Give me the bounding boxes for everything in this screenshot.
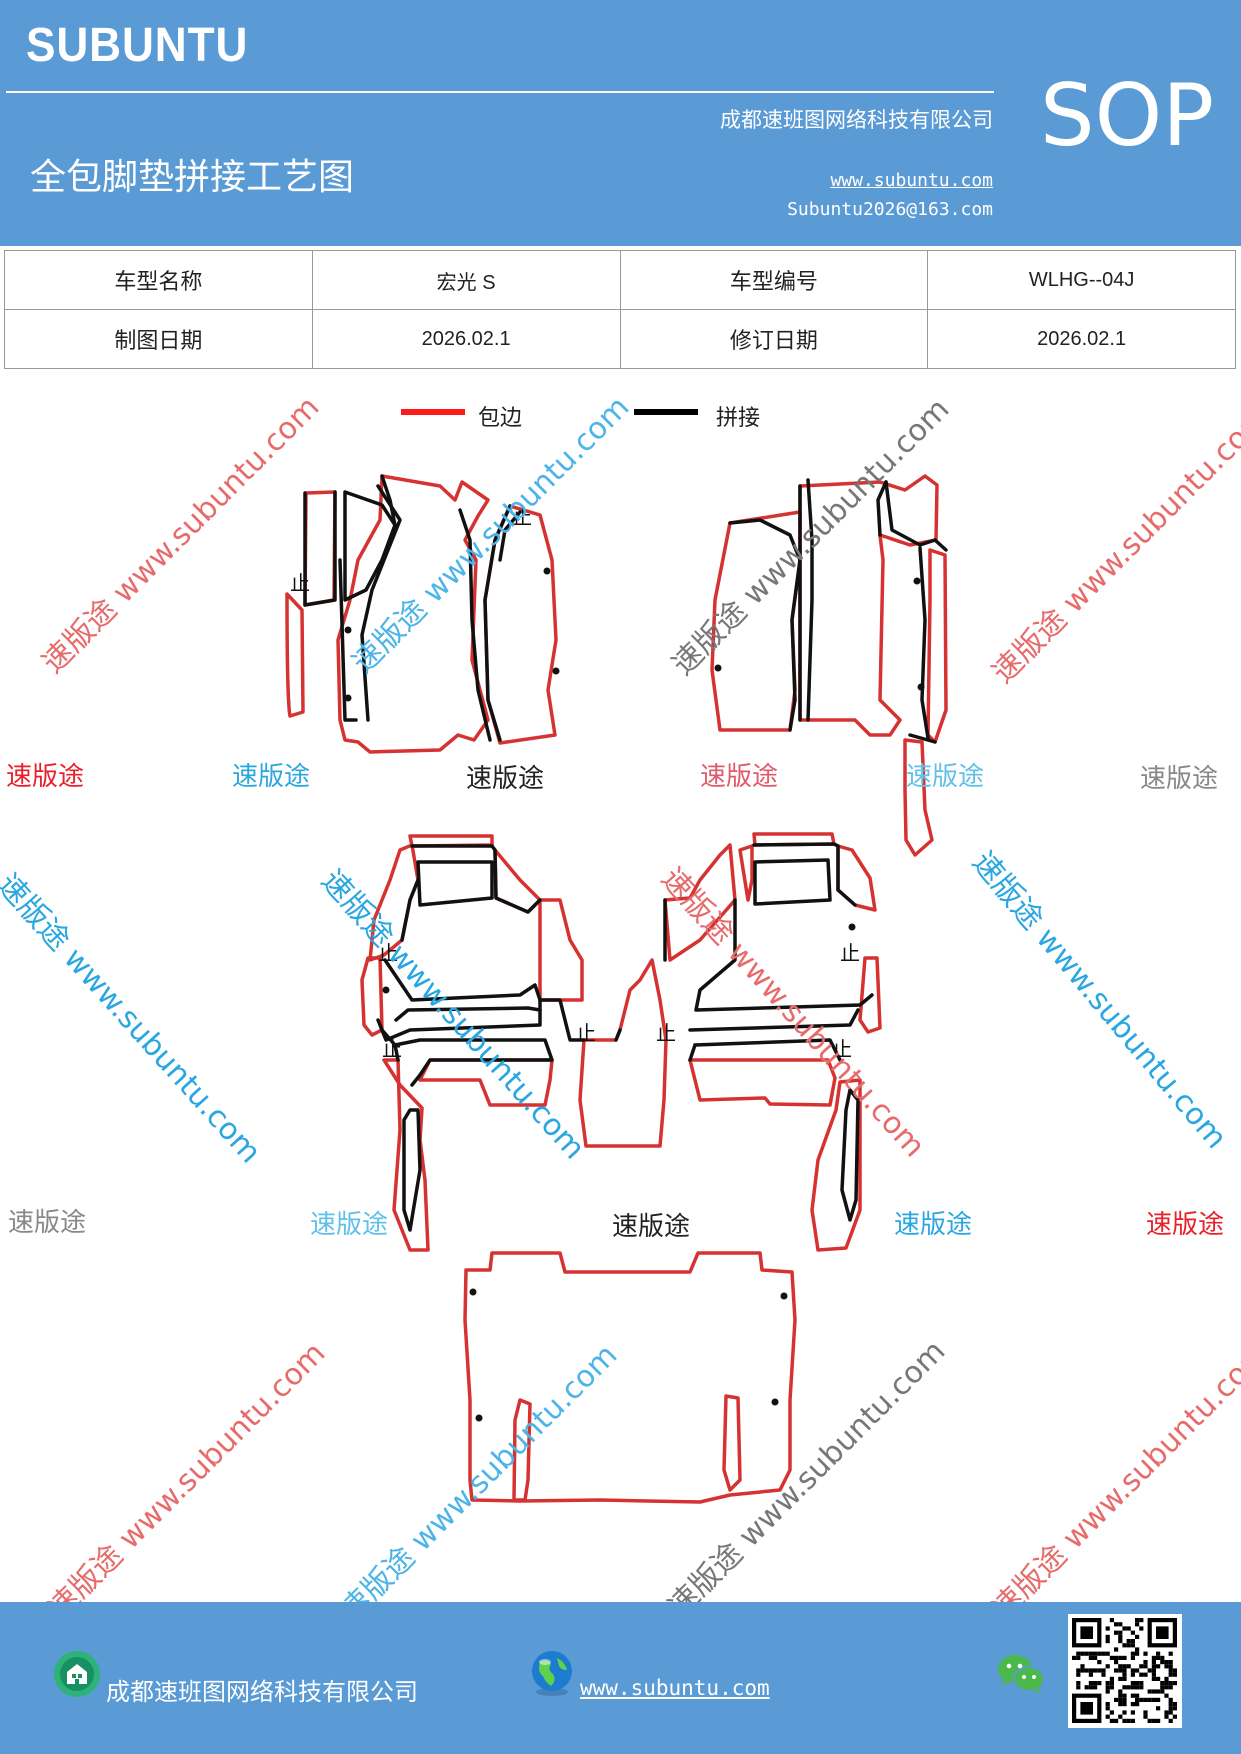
table-cell: 2026.02.1 (311, 309, 621, 369)
watermark-brand: 速版途 (232, 762, 311, 792)
table-cell: 制图日期 (4, 309, 313, 369)
sop-badge: SOP (1040, 66, 1215, 166)
watermark-brand: 速版途 (894, 1210, 973, 1240)
watermark-brand: 速版途 (1146, 1210, 1225, 1240)
watermark-brand: 速版途 (8, 1208, 87, 1238)
brand-logo: SUBUNTU (26, 19, 249, 72)
header-website-link[interactable]: www.subuntu.com (830, 170, 993, 191)
table-cell: 车型编号 (619, 250, 929, 310)
header-divider (6, 91, 994, 93)
watermark-brand: 速版途 (466, 764, 545, 794)
watermark-brand: 速版途 (906, 762, 985, 792)
building-icon (54, 1651, 100, 1697)
header-company: 成都速班图网络科技有限公司 (720, 108, 993, 132)
table-row: 车型名称 宏光 S 车型编号 WLHG--04J (4, 250, 1236, 310)
watermark-brand: 速版途 (612, 1212, 691, 1242)
vehicle-info-table: 车型名称 宏光 S 车型编号 WLHG--04J 制图日期 2026.02.1 … (4, 250, 1236, 369)
footer-company: 成都速班图网络科技有限公司 (106, 1678, 418, 1706)
watermark-brand: 速版途 (700, 762, 779, 792)
table-row: 制图日期 2026.02.1 修订日期 2026.02.1 (4, 309, 1236, 369)
qr-code-pattern (1072, 1618, 1177, 1723)
globe-icon (532, 1651, 572, 1696)
page-title: 全包脚垫拼接工艺图 (30, 157, 355, 198)
table-cell: 宏光 S (311, 250, 621, 310)
watermark-brand: 速版途 (310, 1210, 389, 1240)
legend-label-splice: 拼接 (716, 406, 761, 431)
stop-mark: 止 (382, 1037, 402, 1061)
table-cell: 车型名称 (4, 250, 313, 310)
qr-code (1068, 1614, 1182, 1728)
stop-mark: 止 (840, 941, 860, 965)
stop-mark: 止 (378, 941, 398, 965)
stop-mark: 止 (832, 1037, 852, 1061)
legend-swatch-splice (634, 409, 698, 415)
header-email: Subuntu2026@163.com (787, 199, 993, 220)
watermark-brand: 速版途 (1140, 764, 1219, 794)
table-cell: 2026.02.1 (927, 309, 1236, 369)
wechat-icon (998, 1655, 1045, 1694)
header-banner (0, 0, 1241, 246)
stop-mark: 止 (656, 1021, 676, 1045)
footer-website-link[interactable]: www.subuntu.com (580, 1676, 770, 1700)
stop-mark: 止 (512, 505, 532, 529)
table-cell: 修订日期 (619, 309, 929, 369)
stop-mark: 止 (576, 1021, 596, 1045)
stop-mark: 止 (290, 571, 310, 595)
fastener-dots (344, 567, 925, 1422)
splice-outlines (303, 474, 948, 1232)
stop-marks: 止 止 止 止 止 止 止 止 (290, 505, 860, 1061)
legend-swatch-edge (401, 409, 465, 415)
legend-label-edge: 包边 (478, 406, 523, 431)
watermark-brand: 速版途 (6, 762, 85, 792)
table-cell: WLHG--04J (927, 250, 1236, 310)
